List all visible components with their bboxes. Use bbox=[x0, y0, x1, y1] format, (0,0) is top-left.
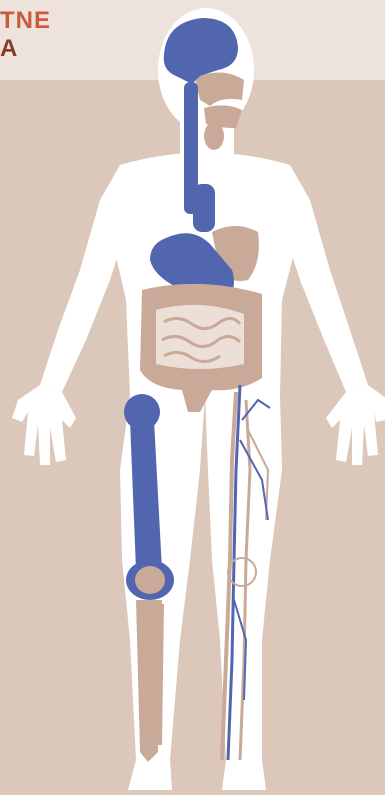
throat bbox=[204, 122, 224, 150]
right-hand bbox=[326, 385, 385, 465]
esophagus bbox=[193, 184, 215, 232]
left-hand bbox=[12, 385, 76, 465]
kneecap bbox=[135, 566, 165, 594]
left-arm bbox=[40, 165, 126, 392]
right-arm bbox=[284, 165, 368, 392]
right-leg bbox=[205, 395, 282, 790]
